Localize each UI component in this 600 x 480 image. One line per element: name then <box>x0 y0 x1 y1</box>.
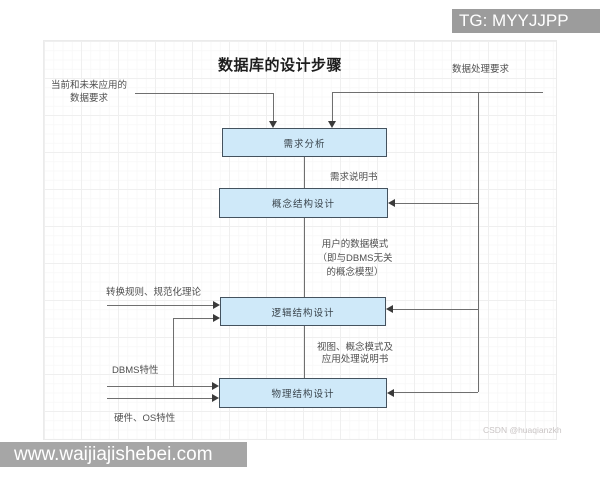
arrowhead-left-icon <box>388 199 395 207</box>
node-physical-structure-design: 物理结构设计 <box>219 378 387 408</box>
connector-line <box>393 309 478 310</box>
arrowhead-left-icon <box>387 389 394 397</box>
label-transform-rules-normalization: 转换规则、规范化理论 <box>106 287 202 298</box>
arrowhead-right-icon <box>213 314 220 322</box>
node-conceptual-structure-design: 概念结构设计 <box>219 188 388 218</box>
page-title: 数据库的设计步骤 <box>218 57 343 74</box>
connector-node1-node2 <box>304 157 305 188</box>
bottom-url-banner: www.waijiajishebei.com <box>0 442 247 467</box>
arrowhead-left-icon <box>386 305 393 313</box>
label-hardware-os-traits: 硬件、OS特性 <box>114 413 176 424</box>
connector-line <box>394 392 478 393</box>
arrowhead-down-icon <box>269 121 277 128</box>
node-requirements-analysis: 需求分析 <box>222 128 387 157</box>
label-views-conceptual-schema-spec: 视图、概念模式及 应用处理说明书 <box>316 342 393 365</box>
label-current-future-data-requirements: 当前和未来应用的 数据要求 <box>50 80 127 104</box>
connector-line <box>273 93 274 122</box>
label-user-data-model: 用户的数据模式 （即与DBMS无关 的概念模型） <box>317 239 393 278</box>
label-requirement-specification: 需求说明书 <box>330 172 378 183</box>
connector-line <box>135 93 273 94</box>
connector-line <box>107 386 212 387</box>
arrowhead-right-icon <box>212 394 219 402</box>
arrowhead-right-icon <box>213 301 220 309</box>
connector-node2-node3 <box>304 218 305 297</box>
label-data-processing-requirements: 数据处理要求 <box>452 64 510 75</box>
arrowhead-down-icon <box>328 121 336 128</box>
label-dbms-traits: DBMS特性 <box>112 365 159 376</box>
connector-line <box>332 92 543 93</box>
connector-line <box>107 305 213 306</box>
connector-node3-node4 <box>304 326 305 378</box>
csdn-watermark: CSDN @huaqianzkh <box>483 425 562 435</box>
diagram-canvas <box>43 40 557 440</box>
arrowhead-right-icon <box>212 382 219 390</box>
right-rail-line <box>478 92 479 392</box>
node-logical-structure-design: 逻辑结构设计 <box>220 297 386 326</box>
connector-line <box>173 318 213 319</box>
connector-line <box>395 203 478 204</box>
connector-line <box>173 318 174 386</box>
connector-line <box>107 398 212 399</box>
tg-badge: TG: MYYJJPP <box>452 9 600 33</box>
connector-line <box>332 92 333 122</box>
